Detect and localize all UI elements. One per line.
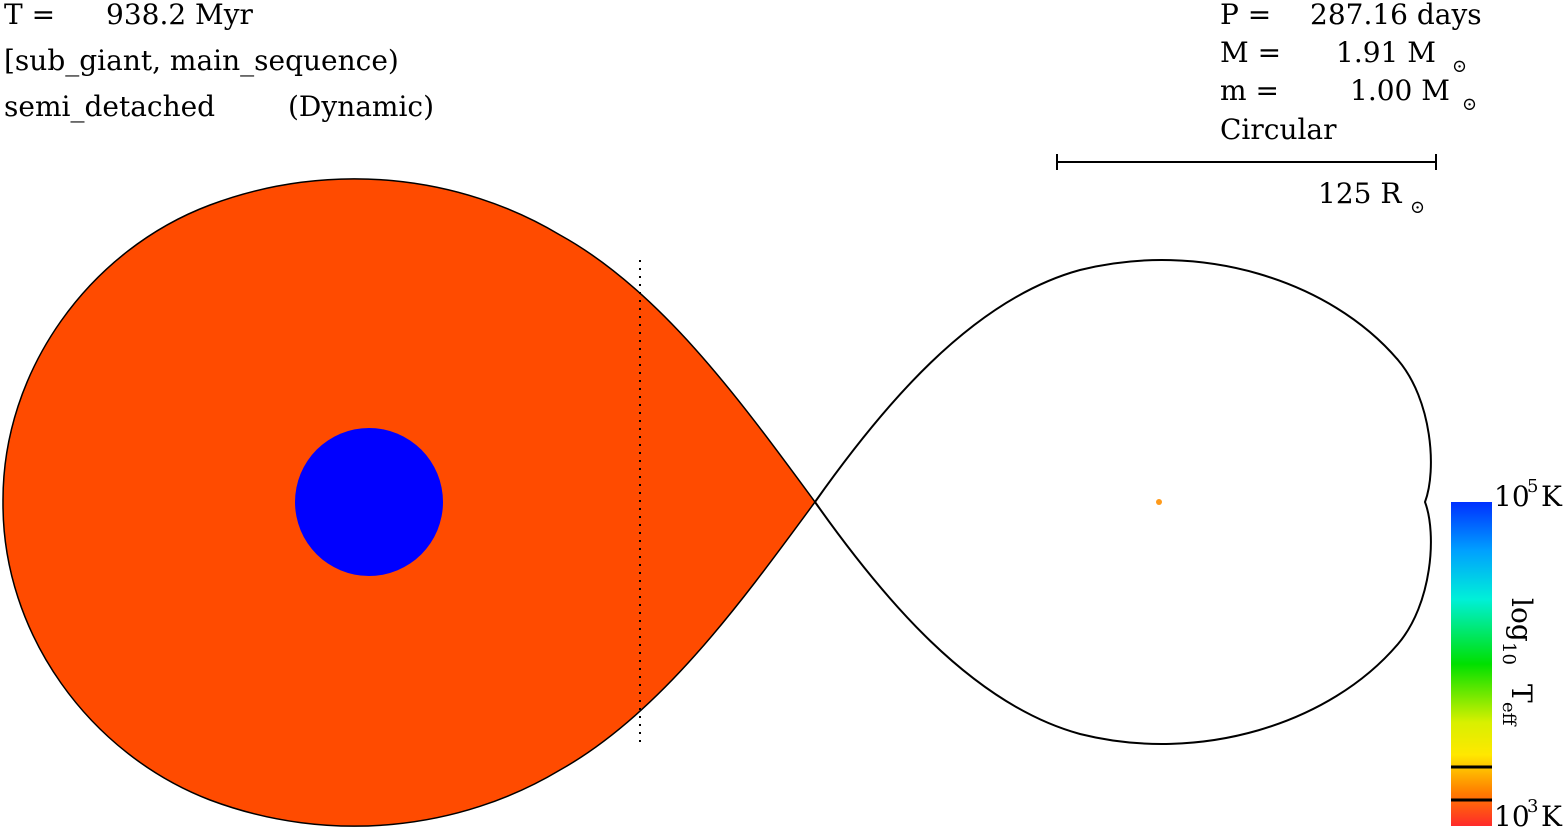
orbit-type: Circular bbox=[1220, 113, 1337, 146]
scale-bar-label: 125 R bbox=[1318, 177, 1402, 210]
colorbar-axis-title: log 10 T eff bbox=[1498, 598, 1538, 727]
colorbar-bottom-unit: K bbox=[1541, 800, 1563, 830]
binary-state: semi_detached bbox=[4, 90, 215, 123]
mass2-value: 1.00 M bbox=[1350, 74, 1450, 107]
colorbar-axis-T-sub: eff bbox=[1498, 702, 1519, 727]
colorbar-gradient bbox=[1451, 502, 1492, 826]
colorbar-axis-T: T bbox=[1505, 684, 1538, 703]
mass2-prefix: m = bbox=[1220, 74, 1279, 107]
time-prefix: T = bbox=[4, 0, 55, 31]
time-value: 938.2 Myr bbox=[106, 0, 254, 31]
solar-symbol: ⊙ bbox=[1452, 56, 1467, 77]
period-value: 287.16 days bbox=[1310, 0, 1482, 31]
binary-state-mode: (Dynamic) bbox=[288, 90, 434, 123]
colorbar-bottom-label: 10 3 K bbox=[1494, 796, 1563, 830]
temperature-colorbar: 10 5 K 10 3 K log 10 T eff bbox=[1451, 476, 1563, 830]
mass1-value: 1.91 M bbox=[1336, 36, 1436, 69]
mass1-prefix: M = bbox=[1220, 36, 1281, 69]
scale-bar: 125 R ⊙ bbox=[1056, 154, 1437, 218]
colorbar-top-label: 10 5 K bbox=[1494, 476, 1563, 513]
colorbar-top-unit: K bbox=[1541, 480, 1563, 513]
stellar-types: [sub_giant, main_sequence) bbox=[4, 44, 399, 77]
period-prefix: P = bbox=[1220, 0, 1271, 31]
donor-core bbox=[295, 428, 443, 576]
colorbar-top-exp: 5 bbox=[1527, 476, 1538, 497]
colorbar-bottom-exp: 3 bbox=[1527, 796, 1538, 817]
solar-symbol: ⊙ bbox=[1410, 197, 1425, 218]
colorbar-top-base: 10 bbox=[1494, 480, 1530, 513]
colorbar-axis-log-sub: 10 bbox=[1498, 642, 1519, 665]
system-info-right: P = 287.16 days M = 1.91 M ⊙ m = 1.00 M … bbox=[1220, 0, 1482, 146]
companion-roche-lobe bbox=[813, 259, 1432, 745]
system-info-left: T = 938.2 Myr [sub_giant, main_sequence)… bbox=[4, 0, 434, 123]
colorbar-bottom-base: 10 bbox=[1494, 800, 1530, 830]
companion-star bbox=[1156, 499, 1162, 505]
colorbar-axis-log: log bbox=[1505, 598, 1538, 642]
solar-symbol: ⊙ bbox=[1462, 94, 1477, 115]
